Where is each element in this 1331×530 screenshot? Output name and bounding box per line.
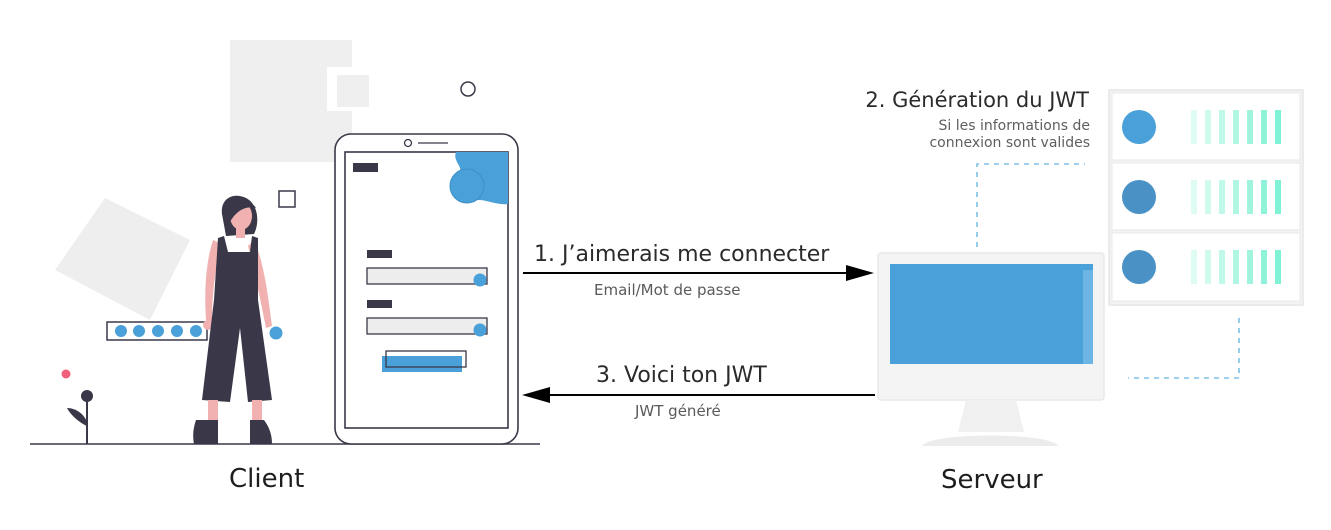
smartphone-icon bbox=[334, 133, 519, 445]
generation-note-line2: connexion sont valides bbox=[929, 135, 1090, 151]
server-status-bars bbox=[1191, 110, 1281, 284]
background-shapes bbox=[55, 40, 476, 320]
request-title: 1. J’aimerais me connecter bbox=[534, 242, 830, 267]
arrow-left-icon bbox=[522, 387, 875, 403]
bg-tilted-square bbox=[55, 198, 190, 320]
password-dots-icon bbox=[106, 321, 208, 341]
request-subtitle: Email/Mot de passe bbox=[594, 281, 741, 299]
arrow-right-icon bbox=[523, 265, 874, 281]
monitor-icon bbox=[877, 252, 1105, 446]
plant-icon bbox=[61, 369, 93, 444]
server-rack-icon bbox=[1108, 89, 1304, 306]
response-title: 3. Voici ton JWT bbox=[596, 363, 767, 388]
user-figure bbox=[193, 195, 283, 444]
dashed-connectors bbox=[976, 163, 1240, 379]
bg-square-outline bbox=[278, 190, 296, 208]
generation-note-line1: Si les informations de bbox=[938, 118, 1090, 134]
generation-note: Si les informations de connexion sont va… bbox=[929, 118, 1090, 152]
server-label: Serveur bbox=[941, 465, 1043, 495]
generation-title: 2. Génération du JWT bbox=[865, 88, 1089, 112]
bg-square-small bbox=[337, 75, 369, 107]
bg-circle-outline bbox=[460, 81, 476, 97]
response-subtitle: JWT généré bbox=[635, 402, 721, 420]
client-label: Client bbox=[229, 464, 305, 494]
